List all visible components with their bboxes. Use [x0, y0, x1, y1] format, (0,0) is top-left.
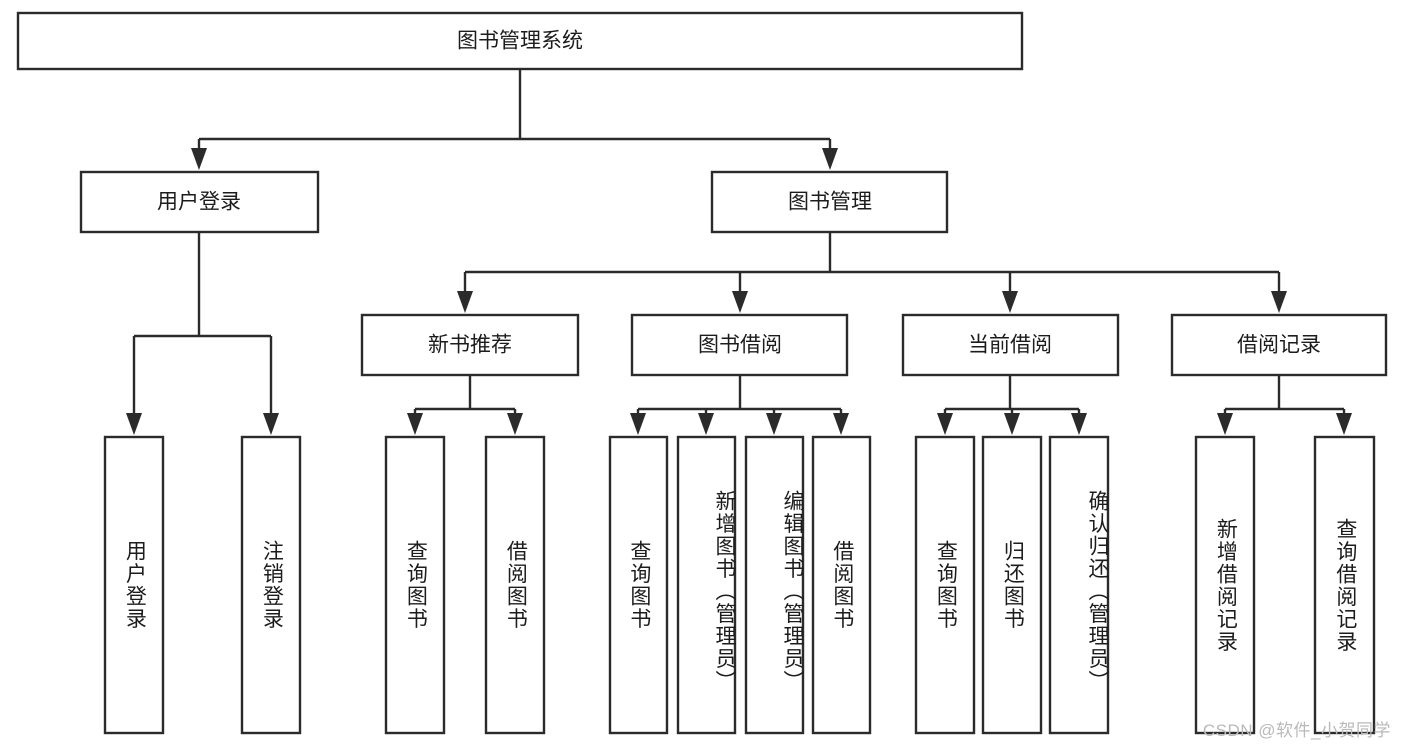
leaf-box-add-book-admin[interactable]	[676, 435, 737, 735]
label-user-login: 用户登录	[157, 191, 241, 214]
arrow-leaf-record-2	[1336, 413, 1352, 435]
arrow-leaf-userlogin-2	[263, 413, 279, 435]
arrow-leaf-borrow-4	[833, 413, 849, 435]
leaf-box-query-book-borrow[interactable]	[608, 435, 669, 735]
connector-edges	[126, 69, 1352, 435]
arrow-leaf-borrow-3	[766, 413, 782, 435]
label-borrow-record: 借阅记录	[1237, 334, 1321, 357]
label-root: 图书管理系统	[457, 30, 583, 53]
arrow-leaf-current-3	[1071, 413, 1087, 435]
leaf-box-query-book-current[interactable]	[914, 435, 976, 735]
arrow-to-borrow	[732, 291, 748, 313]
node-book-borrow-box[interactable]	[630, 313, 849, 377]
arrow-leaf-record-1	[1217, 413, 1233, 435]
arrow-leaf-newbook-1	[407, 413, 423, 435]
leaf-box-query-book-new[interactable]	[384, 435, 446, 735]
label-new-book-recommend: 新书推荐	[428, 334, 512, 357]
arrow-leaf-current-2	[1004, 413, 1020, 435]
arrow-to-current	[1002, 291, 1018, 313]
node-root-box[interactable]	[16, 11, 1024, 71]
leaf-box-confirm-return-admin[interactable]	[1048, 435, 1110, 735]
leaf-box-user-login[interactable]	[103, 435, 165, 735]
label-book-borrow: 图书借阅	[698, 334, 782, 357]
leaf-box-add-borrow-record[interactable]	[1194, 435, 1256, 735]
arrow-leaf-current-1	[937, 413, 953, 435]
csdn-watermark: CSDN @软件_小贺同学	[1202, 721, 1391, 740]
arrow-leaf-newbook-2	[507, 413, 523, 435]
leaf-box-logout[interactable]	[240, 435, 302, 735]
arrow-to-userlogin	[191, 148, 207, 170]
arrow-leaf-borrow-2	[698, 413, 714, 435]
arrow-to-bookmgmt	[822, 148, 838, 170]
leaf-box-borrow-book[interactable]	[811, 435, 872, 735]
node-book-management-box[interactable]	[710, 170, 949, 234]
label-current-borrow: 当前借阅	[968, 334, 1052, 357]
arrow-leaf-borrow-1	[630, 413, 646, 435]
leaf-box-borrow-book-new[interactable]	[484, 435, 546, 735]
node-current-borrow-box[interactable]	[901, 313, 1120, 377]
arrow-leaf-userlogin-1	[126, 413, 142, 435]
arrow-to-record	[1271, 291, 1287, 313]
label-book-management: 图书管理	[788, 191, 872, 214]
node-borrow-record-box[interactable]	[1170, 313, 1388, 377]
node-boxes	[16, 11, 1388, 735]
leaf-box-edit-book-admin[interactable]	[744, 435, 805, 735]
leaf-box-return-book[interactable]	[981, 435, 1043, 735]
leaf-box-query-borrow-record[interactable]	[1313, 435, 1376, 735]
node-user-login-box[interactable]	[79, 170, 320, 234]
node-labels-horizontal: 图书管理系统 用户登录 图书管理 新书推荐 图书借阅 当前借阅 借阅记录	[157, 30, 1321, 357]
node-new-book-recommend-box[interactable]	[360, 313, 580, 377]
arrow-to-newbook	[457, 291, 473, 313]
